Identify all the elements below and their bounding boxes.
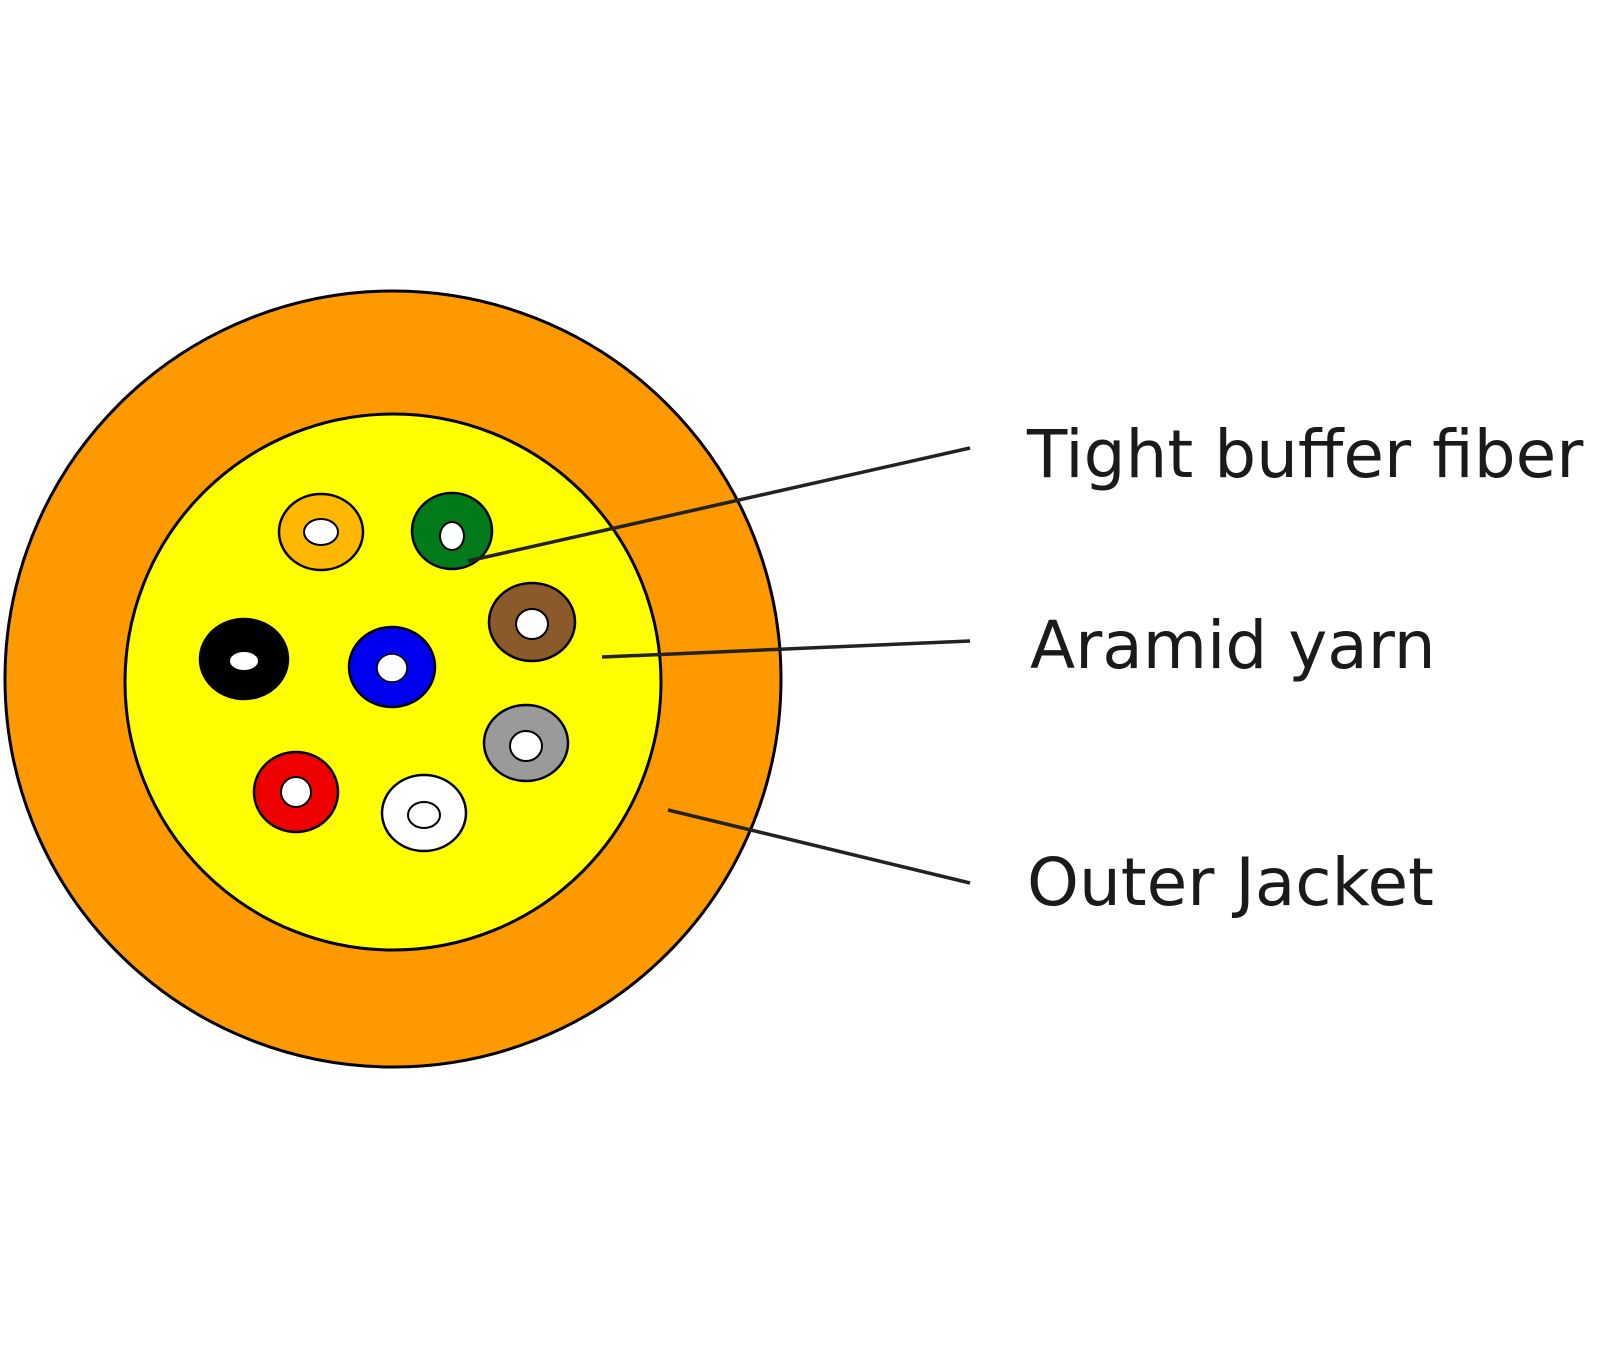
fiber-green [410, 491, 494, 571]
fiber-black [198, 617, 290, 701]
label-aramid-yarn: Aramid yarn [1030, 607, 1436, 684]
fiber-orange [277, 492, 365, 572]
leader-line-tight-buffer [467, 446, 971, 563]
label-tight-buffer-fiber: Tight buffer fiber [1026, 416, 1584, 493]
fiber-white [380, 773, 468, 853]
fiber-blue [347, 625, 437, 709]
leader-line-aramid [601, 639, 971, 659]
label-outer-jacket: Outer Jacket [1027, 844, 1434, 921]
leader-line-outer-jacket [667, 808, 971, 885]
fiber-brown [487, 581, 577, 663]
fiber-gray [482, 703, 570, 783]
fiber-red [252, 750, 340, 834]
